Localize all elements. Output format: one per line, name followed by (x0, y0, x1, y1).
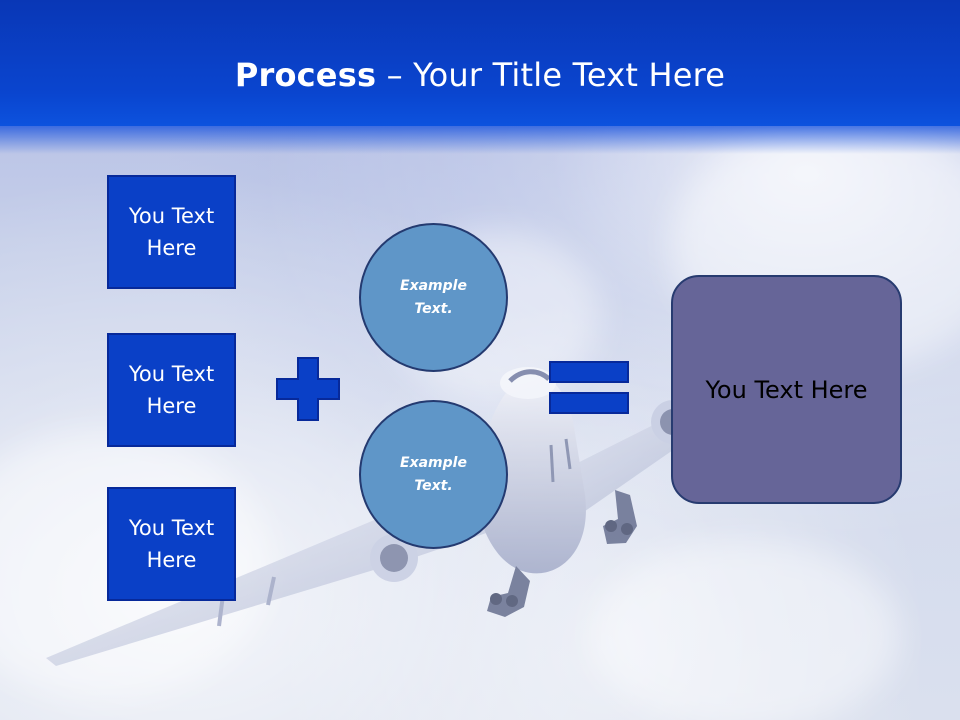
airplane-background-image (46, 367, 725, 666)
input-box-2: You Text Here (107, 333, 236, 447)
example-circle-2-label: Example Text. (400, 454, 467, 494)
slide-title-bold: Process (234, 56, 377, 94)
input-box-3-label: You Text Here (128, 516, 215, 572)
example-circle-1: Example Text. (359, 223, 508, 372)
slide-title-separator: – (376, 56, 414, 94)
cloud-bottom-right (590, 540, 900, 720)
result-box: You Text Here (671, 275, 902, 504)
title-band: Process – Your Title Text Here (0, 0, 960, 154)
input-box-1: You Text Here (107, 175, 236, 289)
result-box-label: You Text Here (705, 375, 868, 404)
equals-icon (549, 361, 629, 414)
input-box-1-label: You Text Here (128, 204, 215, 260)
example-circle-2: Example Text. (359, 400, 508, 549)
input-box-2-label: You Text Here (128, 362, 215, 418)
plus-icon (276, 357, 340, 421)
input-box-3: You Text Here (107, 487, 236, 601)
slide-title: Process – Your Title Text Here (0, 55, 960, 95)
example-circle-1-label: Example Text. (400, 277, 467, 317)
slide-title-rest: Your Title Text Here (413, 56, 726, 94)
